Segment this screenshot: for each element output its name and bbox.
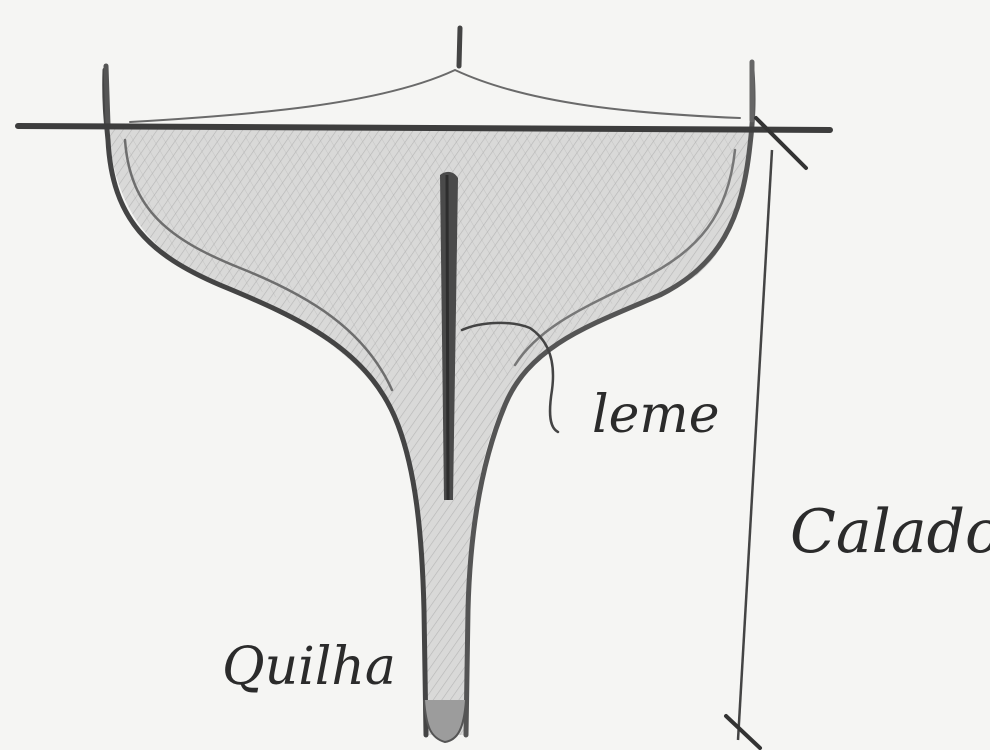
- rudder-edge: [447, 175, 448, 500]
- deck-curve: [130, 70, 740, 122]
- rudder-label: leme: [592, 385, 720, 445]
- center-mast-stub: [459, 28, 460, 66]
- draft-bottom-tick: [726, 716, 760, 748]
- waterline: [18, 126, 830, 130]
- draft-label: Calado: [790, 497, 990, 567]
- draft-top-tick: [756, 118, 806, 168]
- keel-tip: [424, 700, 466, 742]
- left-stanchion: [106, 66, 108, 125]
- keel-label: Quilha: [222, 637, 396, 697]
- draft-dimension-line: [738, 150, 772, 740]
